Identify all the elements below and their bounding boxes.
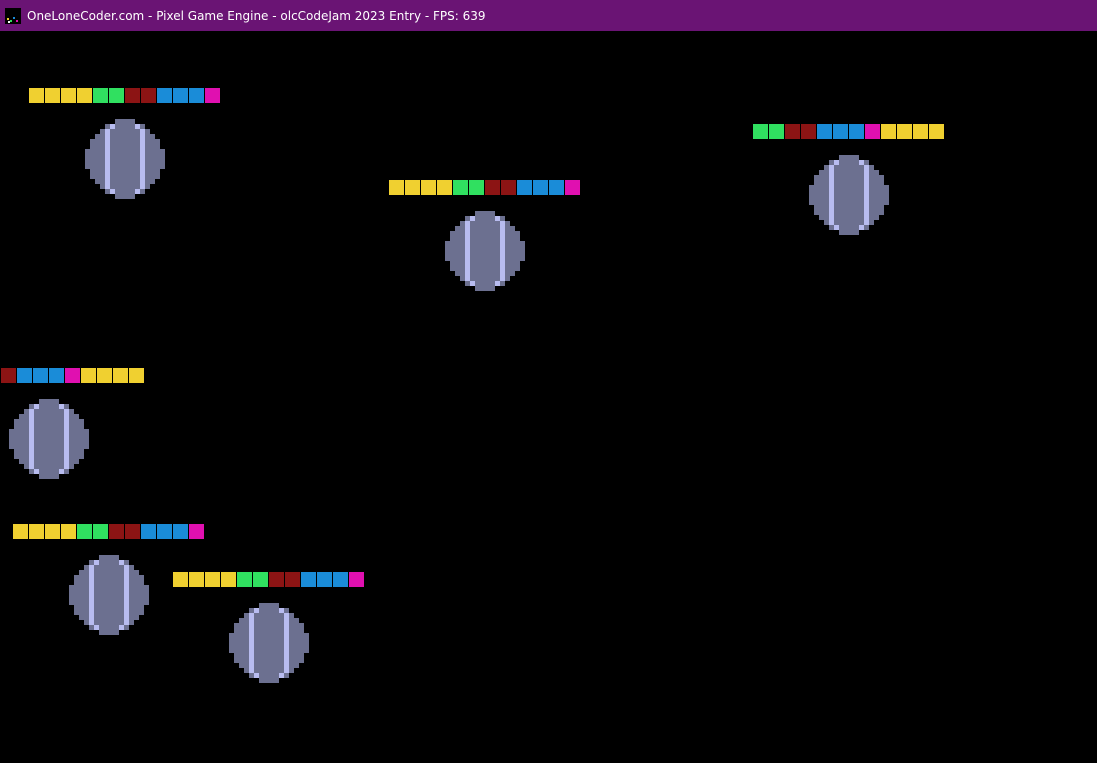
queue-cell — [865, 124, 880, 139]
queue-cell — [801, 124, 816, 139]
queue-cell — [485, 180, 500, 195]
queue-cell — [65, 368, 80, 383]
queue-cell — [157, 524, 172, 539]
queue-cell — [141, 524, 156, 539]
queue-cell — [205, 572, 220, 587]
window-title: OneLoneCoder.com - Pixel Game Engine - o… — [27, 8, 486, 23]
queue-cell — [389, 180, 404, 195]
queue-cell — [785, 124, 800, 139]
queue-cell — [189, 572, 204, 587]
queue-cell — [13, 524, 28, 539]
queue-cell — [565, 180, 580, 195]
queue-cell — [29, 524, 44, 539]
queue-cell — [253, 572, 268, 587]
queue-cell — [173, 88, 188, 103]
queue-cell — [549, 180, 564, 195]
ball-sprite[interactable] — [229, 603, 309, 683]
queue-cell — [221, 572, 236, 587]
queue-cell — [205, 88, 220, 103]
queue-cell — [849, 124, 864, 139]
queue-cell — [517, 180, 532, 195]
queue-cell — [913, 124, 928, 139]
queue-cell — [93, 524, 108, 539]
queue-cell — [469, 180, 484, 195]
queue-cell — [437, 180, 452, 195]
queue-cell — [157, 88, 172, 103]
queue-cell — [33, 368, 48, 383]
queue-cell — [81, 368, 96, 383]
queue-cell — [173, 572, 188, 587]
color-queue — [1, 368, 145, 383]
queue-cell — [929, 124, 944, 139]
queue-cell — [125, 524, 140, 539]
queue-cell — [77, 524, 92, 539]
queue-cell — [753, 124, 768, 139]
queue-cell — [533, 180, 548, 195]
queue-cell — [141, 88, 156, 103]
queue-cell — [97, 368, 112, 383]
queue-cell — [113, 368, 128, 383]
title-bar[interactable]: OneLoneCoder.com - Pixel Game Engine - o… — [0, 0, 1097, 31]
queue-cell — [317, 572, 332, 587]
queue-cell — [237, 572, 252, 587]
game-canvas[interactable] — [0, 31, 1097, 763]
ball-sprite[interactable] — [9, 399, 89, 479]
queue-cell — [897, 124, 912, 139]
queue-cell — [349, 572, 364, 587]
queue-cell — [61, 524, 76, 539]
queue-cell — [45, 524, 60, 539]
queue-cell — [501, 180, 516, 195]
queue-cell — [769, 124, 784, 139]
queue-cell — [49, 368, 64, 383]
queue-cell — [833, 124, 848, 139]
ball-sprite[interactable] — [85, 119, 165, 199]
queue-cell — [109, 88, 124, 103]
queue-cell — [285, 572, 300, 587]
ball-sprite[interactable] — [69, 555, 149, 635]
ball-sprite[interactable] — [445, 211, 525, 291]
queue-cell — [189, 524, 204, 539]
queue-cell — [29, 88, 44, 103]
queue-cell — [173, 524, 188, 539]
queue-cell — [93, 88, 108, 103]
color-queue — [173, 572, 365, 587]
queue-cell — [17, 368, 32, 383]
queue-cell — [405, 180, 420, 195]
queue-cell — [817, 124, 832, 139]
queue-cell — [129, 368, 144, 383]
queue-cell — [1, 368, 16, 383]
queue-cell — [77, 88, 92, 103]
queue-cell — [61, 88, 76, 103]
color-queue — [389, 180, 581, 195]
ball-sprite[interactable] — [809, 155, 889, 235]
queue-cell — [45, 88, 60, 103]
queue-cell — [333, 572, 348, 587]
queue-cell — [109, 524, 124, 539]
queue-cell — [453, 180, 468, 195]
color-queue — [753, 124, 945, 139]
queue-cell — [125, 88, 140, 103]
color-queue — [29, 88, 221, 103]
app-icon — [5, 7, 21, 24]
color-queue — [13, 524, 205, 539]
queue-cell — [189, 88, 204, 103]
queue-cell — [421, 180, 436, 195]
queue-cell — [269, 572, 284, 587]
queue-cell — [301, 572, 316, 587]
queue-cell — [881, 124, 896, 139]
